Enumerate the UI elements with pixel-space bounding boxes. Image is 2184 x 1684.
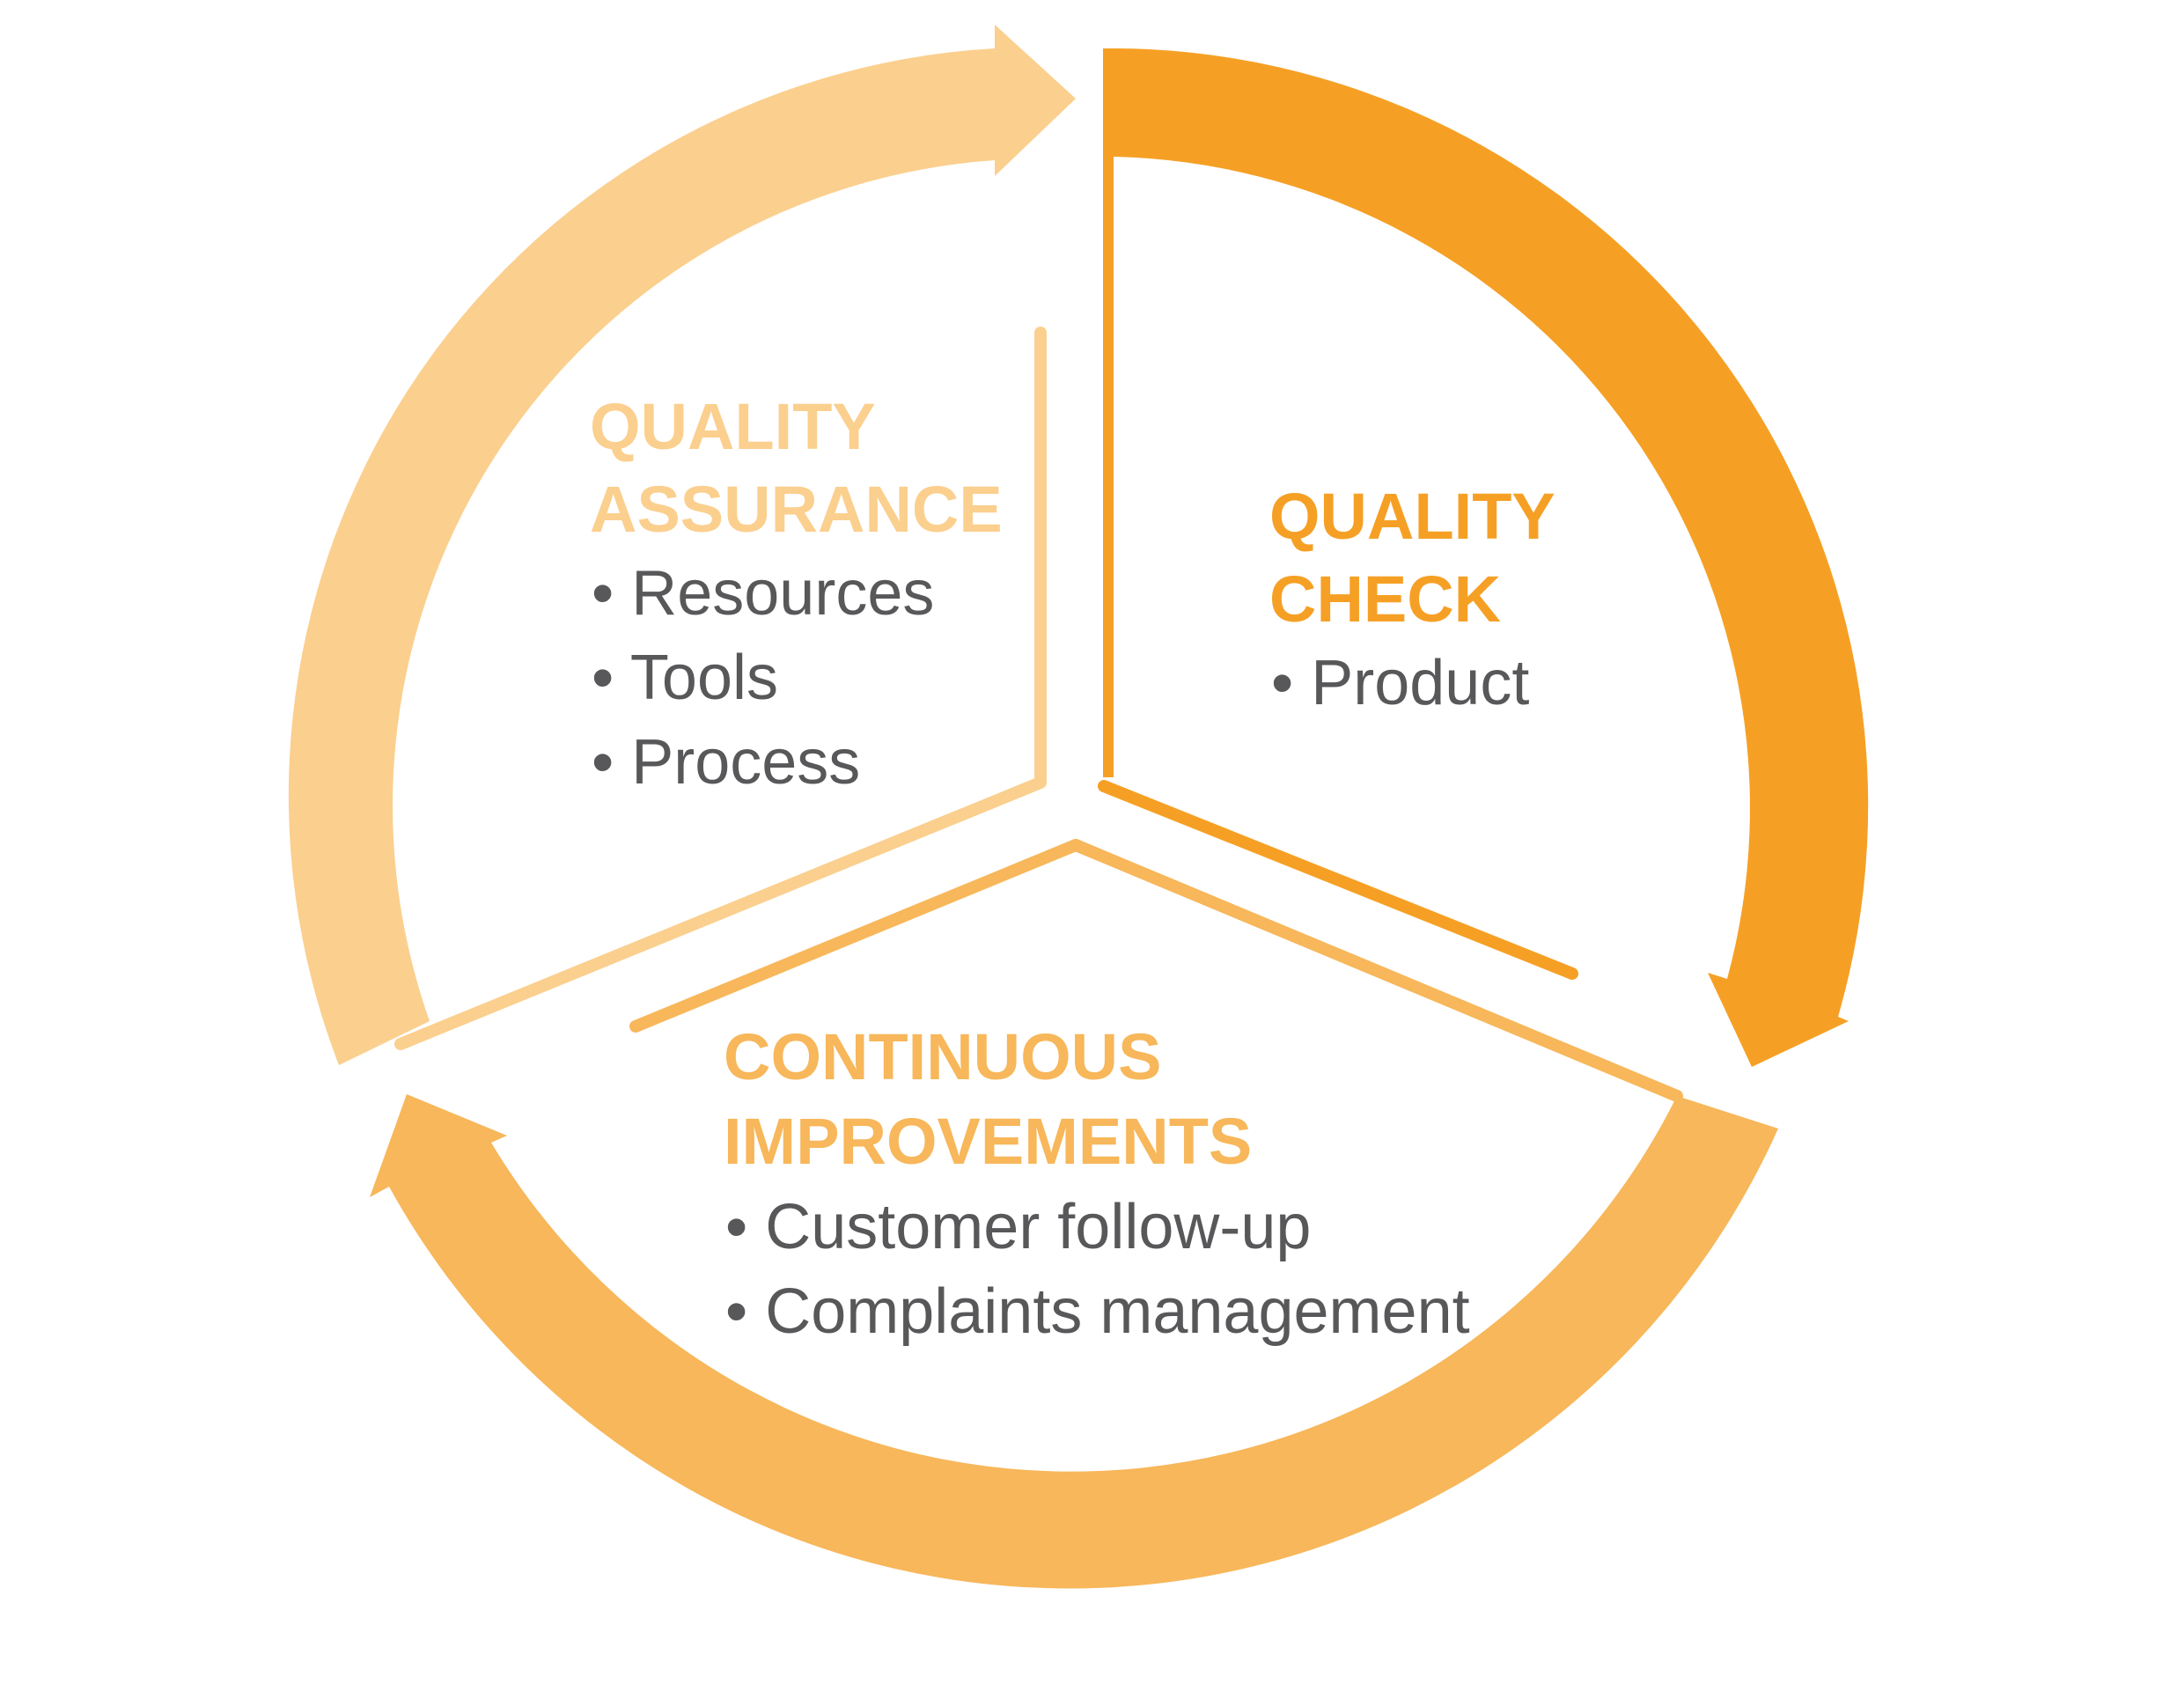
quality-assurance-item-resources: • Resources [592, 558, 934, 629]
quality-check-title-line2: CHECK [1269, 563, 1501, 636]
quality-assurance-item-tools: • Tools [592, 643, 778, 713]
quality-check-divider-diagonal [1098, 780, 1578, 980]
continuous-improvements-title-line1: CONTINUOUS [724, 1020, 1161, 1093]
quality-check-title-line1: QUALITY [1269, 480, 1555, 553]
quality-assurance-arrow [288, 25, 1076, 1065]
quality-assurance-title-line1: QUALITY [590, 390, 876, 463]
quality-check-item-product: • Product [1271, 648, 1529, 718]
continuous-improvements-title-line2: IMPROVEMENTS [724, 1105, 1252, 1178]
quality-assurance-item-process: • Process [592, 727, 860, 798]
quality-assurance-divider-diagonal [394, 776, 1047, 1050]
continuous-improvements-divider-left [629, 839, 1082, 1033]
continuous-improvements-divider-right [1070, 839, 1683, 1102]
quality-check-arrow [1103, 48, 1869, 1068]
continuous-improvements-item-customer-follow-up: • Customer follow-up [725, 1192, 1311, 1262]
continuous-improvements-arrow [370, 1094, 1778, 1589]
quality-assurance-title-line2: ASSURANCE [590, 473, 1003, 546]
continuous-improvements-item-complaints-management: • Complaints management [725, 1276, 1470, 1347]
